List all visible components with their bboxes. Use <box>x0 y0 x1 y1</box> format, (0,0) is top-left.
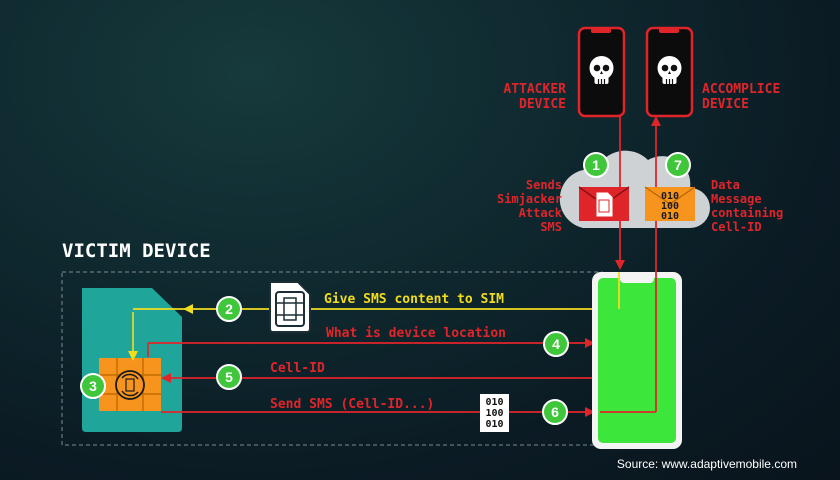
attack-sms-label-line4: SMS <box>540 220 562 234</box>
attack-sms-label-line3: Attack <box>519 206 563 220</box>
attack-sms-label-line1: Sends <box>526 178 562 192</box>
step-badge-3: 3 <box>80 373 106 399</box>
skull-icon <box>589 56 614 84</box>
binary-icon-line2: 100 <box>485 408 503 419</box>
svg-text:6: 6 <box>551 404 559 420</box>
envelope-binary-line3: 010 <box>661 211 679 222</box>
svg-text:3: 3 <box>89 378 97 394</box>
victim-device-title: VICTIM DEVICE <box>62 240 211 262</box>
svg-text:4: 4 <box>552 336 560 352</box>
attacker-label-line2: DEVICE <box>519 97 566 112</box>
binary-icon-line1: 010 <box>485 397 503 408</box>
step-4-label: What is device location <box>326 326 506 341</box>
source-credit: Source: www.adaptivemobile.com <box>617 457 797 471</box>
attacker-label-line1: ATTACKER <box>503 82 566 97</box>
step-badge-7: 7 <box>665 152 691 178</box>
envelope-binary-line2: 100 <box>661 201 679 212</box>
data-envelope <box>644 186 696 221</box>
sim-card-icon <box>269 281 311 333</box>
data-message-label-line3: containing <box>711 206 783 220</box>
data-message-label-line4: Cell-ID <box>711 220 762 234</box>
data-message-label-line2: Message <box>711 192 762 206</box>
skull-icon <box>657 56 682 84</box>
step-5-label: Cell-ID <box>270 361 325 376</box>
sim-card-icon <box>595 191 614 218</box>
binary-data-icon <box>480 394 509 432</box>
envelope-icon <box>578 186 630 221</box>
step-badge-2: 2 <box>216 296 242 322</box>
svg-text:5: 5 <box>225 369 233 385</box>
accomplice-label-line1: ACCOMPLICE <box>702 82 780 97</box>
step-badge-5: 5 <box>216 364 242 390</box>
step-6-label: Send SMS (Cell-ID...) <box>270 397 434 412</box>
victim-phone <box>592 272 682 449</box>
data-message-label-line1: Data <box>711 178 740 192</box>
svg-text:7: 7 <box>674 157 682 173</box>
sim-chip-icon <box>99 358 161 411</box>
binary-icon-line3: 010 <box>485 419 503 430</box>
accomplice-label-line2: DEVICE <box>702 97 749 112</box>
step-badge-4: 4 <box>543 331 569 357</box>
envelope-binary-line1: 010 <box>661 191 679 202</box>
svg-text:2: 2 <box>225 301 233 317</box>
attacker-device <box>577 26 626 118</box>
attack-sms-label-line2: Simjacker <box>497 192 562 206</box>
svg-text:1: 1 <box>592 157 600 173</box>
step-2-label: Give SMS content to SIM <box>324 292 504 307</box>
accomplice-device <box>645 26 694 118</box>
step-badge-1: 1 <box>583 152 609 178</box>
step-badge-6: 6 <box>542 399 568 425</box>
